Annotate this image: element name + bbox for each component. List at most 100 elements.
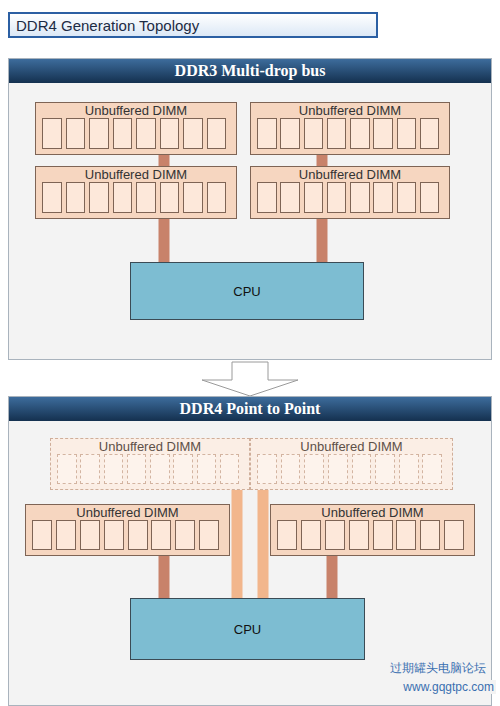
down-arrow: [202, 362, 298, 396]
memory-chip: [66, 118, 86, 149]
memory-chip: [281, 454, 301, 484]
dimm-module: Unbuffered DIMM: [35, 166, 237, 219]
memory-chip: [397, 118, 417, 149]
memory-chip: [327, 118, 347, 149]
bus-connector: [237, 490, 238, 598]
memory-chip: [304, 118, 324, 149]
memory-chip: [183, 182, 203, 213]
section-header: DDR3 Multi-drop bus: [9, 59, 491, 83]
title-bar: DDR4 Generation Topology: [8, 12, 378, 38]
memory-chip: [113, 182, 133, 213]
memory-chip: [304, 182, 324, 213]
dimm-label: Unbuffered DIMM: [36, 103, 236, 118]
bus-line: [317, 219, 328, 262]
memory-chip: [183, 118, 203, 149]
memory-chip: [207, 182, 227, 213]
memory-chip: [420, 520, 440, 550]
memory-chip: [175, 520, 195, 550]
memory-chip: [328, 454, 348, 484]
bus-connector: [322, 219, 323, 262]
memory-chip: [257, 454, 277, 484]
chip-row: [42, 182, 230, 213]
memory-chip: [420, 118, 440, 149]
chip-row: [57, 454, 243, 484]
dimm-label: Unbuffered DIMM: [251, 103, 449, 118]
bus-connector: [332, 556, 333, 598]
memory-chip: [325, 520, 345, 550]
memory-chip: [104, 454, 124, 484]
dimm-module: Unbuffered DIMM: [35, 102, 237, 155]
memory-chip: [104, 520, 124, 550]
bus-connector: [164, 556, 165, 598]
memory-chip: [80, 520, 100, 550]
bus-connector: [164, 219, 165, 262]
dimm-label: Unbuffered DIMM: [271, 505, 474, 520]
watermark-text: www.gqgtpc.com: [401, 680, 496, 694]
memory-chip: [160, 182, 180, 213]
bus-connector: [164, 155, 165, 166]
memory-chip: [207, 118, 227, 149]
memory-chip: [56, 520, 76, 550]
memory-chip: [349, 520, 369, 550]
chip-row: [42, 118, 230, 149]
cpu-label: CPU: [234, 622, 261, 637]
memory-chip: [350, 182, 370, 213]
chip-row: [257, 118, 443, 149]
memory-chip: [397, 182, 417, 213]
bus-line: [317, 155, 328, 166]
dimm-label: Unbuffered DIMM: [26, 505, 229, 520]
memory-chip: [113, 118, 133, 149]
chip-row: [257, 182, 443, 213]
memory-chip: [373, 118, 393, 149]
memory-chip: [199, 520, 219, 550]
dimm-label: Unbuffered DIMM: [36, 167, 236, 182]
memory-chip: [150, 454, 170, 484]
cpu-box: CPU: [130, 262, 364, 320]
memory-chip: [42, 118, 62, 149]
memory-chip: [396, 520, 416, 550]
bus-line: [232, 490, 243, 598]
memory-chip: [399, 454, 419, 484]
memory-chip: [373, 182, 393, 213]
memory-chip: [66, 182, 86, 213]
memory-chip: [136, 118, 156, 149]
memory-chip: [89, 182, 109, 213]
memory-chip: [280, 182, 300, 213]
memory-chip: [89, 118, 109, 149]
memory-chip: [277, 520, 297, 550]
memory-chip: [128, 520, 148, 550]
dimm-label: Unbuffered DIMM: [51, 439, 249, 454]
bus-line: [327, 556, 338, 598]
section-title: DDR4 Point to Point: [180, 400, 321, 418]
faded-dimm-module: Unbuffered DIMM: [50, 438, 250, 490]
memory-chip: [257, 118, 277, 149]
cpu-label: CPU: [233, 284, 260, 299]
bus-line: [159, 155, 170, 166]
chip-row: [257, 454, 446, 484]
bus-line: [159, 556, 170, 598]
memory-chip: [220, 454, 240, 484]
bus-connector: [263, 490, 264, 598]
cpu-box: CPU: [130, 598, 365, 660]
dimm-module: Unbuffered DIMM: [270, 504, 475, 556]
faded-dimm-module: Unbuffered DIMM: [250, 438, 453, 490]
bus-connector: [322, 155, 323, 166]
title-text: DDR4 Generation Topology: [16, 17, 199, 34]
dimm-module: Unbuffered DIMM: [250, 166, 450, 219]
watermark-text: 过期罐头电脑论坛: [388, 660, 488, 677]
chip-row: [32, 520, 223, 550]
chip-row: [277, 520, 468, 550]
section-band: DDR3 Multi-drop busUnbuffered DIMM Unbuff…: [8, 58, 492, 360]
memory-chip: [327, 182, 347, 213]
section-header: DDR4 Point to Point: [9, 397, 491, 421]
memory-chip: [151, 520, 171, 550]
memory-chip: [127, 454, 147, 484]
memory-chip: [160, 118, 180, 149]
memory-chip: [373, 520, 393, 550]
memory-chip: [136, 182, 156, 213]
memory-chip: [304, 454, 324, 484]
dimm-label: Unbuffered DIMM: [251, 167, 449, 182]
memory-chip: [352, 454, 372, 484]
memory-chip: [42, 182, 62, 213]
